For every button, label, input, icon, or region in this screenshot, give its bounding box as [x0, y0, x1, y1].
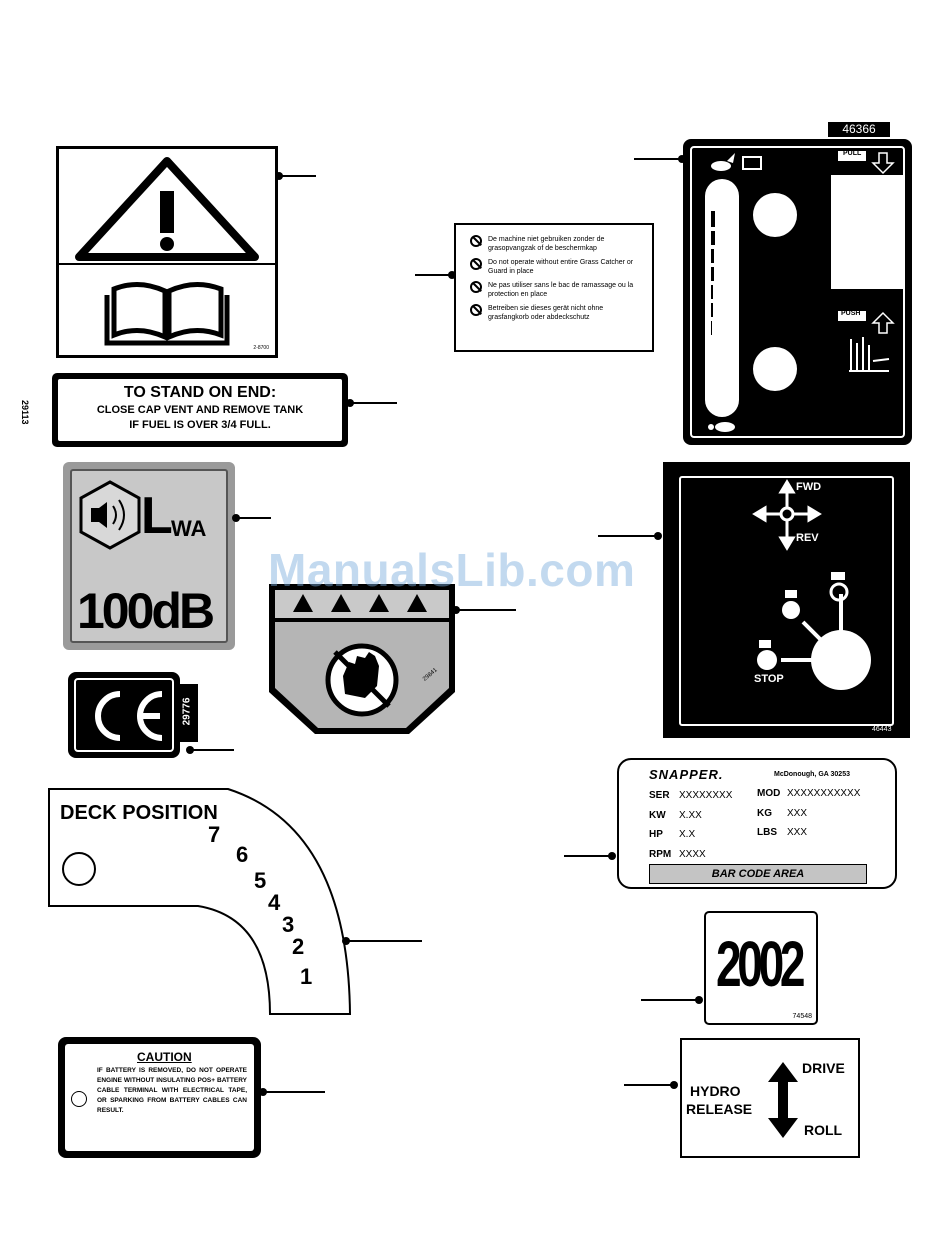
lbs-label: LBS	[757, 827, 777, 838]
year-decal: 2002 74548	[704, 911, 818, 1025]
stand-on-end-line2: CLOSE CAP VENT AND REMOVE TANK	[96, 404, 304, 416]
grass-icon	[849, 337, 890, 372]
stand-on-end-decal: TO STAND ON END: CLOSE CAP VENT AND REMO…	[52, 373, 348, 447]
ce-mark-decal	[68, 672, 180, 758]
turtle-icon	[708, 422, 735, 432]
caution-decal: CAUTION IF BATTERY IS REMOVED, DO NOT OP…	[58, 1037, 261, 1158]
deck-number: 4	[268, 890, 281, 915]
roll-label: ROLL	[804, 1122, 843, 1138]
sound-hexagon-icon	[79, 480, 141, 550]
caution-title: CAUTION	[137, 1050, 192, 1064]
drive-label: DRIVE	[802, 1060, 845, 1076]
multilingual-item: Betreiben sie dieses gerät nicht ohne gr…	[470, 304, 644, 322]
deck-position-shape	[48, 788, 352, 1015]
brand-name: SNAPPER.	[649, 767, 724, 782]
prohibited-icon	[470, 258, 482, 270]
watermark: ManualsLib.com	[268, 544, 636, 596]
mod-label: MOD	[757, 788, 781, 799]
barcode-area: BAR CODE AREA	[649, 864, 867, 884]
prohibited-icon	[470, 304, 482, 316]
multilingual-item: Do not operate without entire Grass Catc…	[470, 258, 644, 276]
kg-label: KG	[757, 808, 772, 819]
noise-level-decal: L WA 100dB	[63, 462, 235, 650]
ser-label: SER	[649, 790, 670, 801]
stand-on-end-title: TO STAND ON END:	[123, 384, 277, 401]
serial-plate: SNAPPER. McDonough, GA 30253 SER XXXXXXX…	[617, 758, 897, 889]
multilingual-decal: De machine niet gebruiken zonder de gras…	[454, 223, 654, 352]
key-start-icon	[782, 590, 800, 619]
hp-label: HP	[649, 829, 663, 840]
throttle-panel: PULL PUSH	[683, 139, 912, 445]
pull-arrow-icon	[871, 152, 895, 175]
ser-value: XXXXXXXX	[679, 790, 733, 801]
decal-code: 2-8700	[253, 345, 269, 351]
brand-location: McDonough, GA 30253	[774, 771, 850, 778]
multilingual-item: Ne pas utiliser sans le bac de ramassage…	[470, 281, 644, 299]
fwd-label: FWD	[796, 481, 822, 493]
prohibited-icon	[470, 235, 482, 247]
hydro-release-decal: HYDRO RELEASE DRIVE ROLL	[680, 1038, 860, 1158]
side-code: 29113	[20, 400, 30, 425]
shift-panel-graphic	[752, 479, 871, 690]
multilingual-item: De machine niet gebruiken zonder de gras…	[470, 235, 644, 253]
noise-db-value: 100dB	[77, 583, 215, 639]
deck-number: 5	[254, 868, 267, 893]
warning-manual-decal: 2-8700	[56, 146, 278, 358]
lwa-letter: L	[141, 487, 173, 545]
deck-position-title: DECK POSITION	[60, 802, 218, 824]
deck-number: 6	[236, 842, 249, 867]
choke-icon	[742, 156, 762, 170]
warning-manual-graphic	[59, 157, 275, 346]
pull-badge	[838, 151, 866, 161]
manual-book-icon	[104, 282, 230, 346]
rabbit-icon	[711, 153, 735, 171]
rpm-value: XXXX	[679, 849, 706, 860]
lbs-value: XXX	[787, 827, 808, 838]
mod-value: XXXXXXXXXXX	[787, 788, 861, 799]
deck-number: 3	[282, 912, 295, 937]
year-code: 74548	[792, 1013, 812, 1020]
hydro-label: HYDRO	[690, 1083, 741, 1099]
stop-label: STOP	[754, 673, 784, 685]
shift-panel-code: 46443	[872, 726, 892, 733]
ce-code-tab: 29776	[176, 684, 198, 742]
part-number-tag: 46366	[828, 122, 890, 137]
prohibited-icon	[470, 281, 482, 293]
shift-control-panel: FWD REV STOP 46443	[663, 462, 910, 738]
push-badge	[838, 311, 866, 321]
stand-on-end-line3: IF FUEL IS OVER 3/4 FULL.	[129, 419, 271, 431]
deck-position-decal: DECK POSITION 7 6 5 4 3 2 1	[48, 788, 352, 1016]
hazard-graphic	[269, 584, 455, 734]
hp-value: X.X	[679, 829, 696, 840]
caution-text: IF BATTERY IS REMOVED, DO NOT OPERATE EN…	[97, 1067, 247, 1114]
key-stop-icon	[757, 640, 777, 670]
push-arrow-icon	[871, 311, 895, 334]
push-label: PUSH	[841, 310, 861, 317]
hazard-decal: 29841	[265, 580, 459, 738]
deck-number: 1	[300, 964, 313, 989]
year-value: 2002	[716, 928, 806, 1000]
kw-label: KW	[649, 810, 666, 821]
rev-label: REV	[796, 532, 819, 544]
release-label: RELEASE	[686, 1101, 753, 1117]
kg-value: XXX	[787, 808, 808, 819]
throttle-panel-graphic	[705, 151, 904, 432]
deck-number: 7	[208, 822, 221, 847]
key-off-icon	[829, 572, 849, 602]
deck-number: 2	[292, 934, 305, 959]
rpm-label: RPM	[649, 849, 672, 860]
pull-label: PULL	[843, 150, 862, 157]
ce-mark-icon	[95, 691, 163, 741]
up-down-arrow-icon	[768, 1062, 798, 1138]
mounting-hole	[71, 1091, 87, 1107]
warning-triangle-icon	[293, 594, 427, 612]
lwa-subscript: WA	[171, 516, 207, 541]
kw-value: X.XX	[679, 810, 702, 821]
